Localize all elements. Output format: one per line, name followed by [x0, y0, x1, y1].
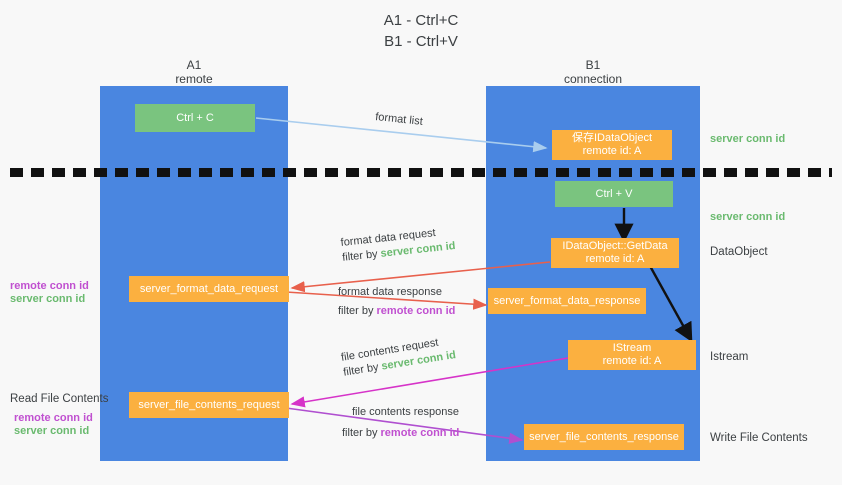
filter-key-remote-conn-id: remote conn id [376, 305, 456, 317]
filter-prefix: filter by [338, 305, 377, 317]
node-save-idataobject[interactable]: 保存IDataObject remote id: A [552, 130, 672, 160]
filter-prefix: filter by [341, 247, 382, 264]
edge-label-format-data-response-filter: filter by remote conn id [338, 304, 455, 319]
node-ctrl-c[interactable]: Ctrl + C [135, 104, 255, 132]
label-server-conn-id-mid: server conn id [710, 211, 786, 223]
node-server-format-data-response[interactable]: server_format_data_response [488, 288, 646, 314]
label-server-conn-id-top: server conn id [710, 133, 786, 145]
node-server-format-data-request[interactable]: server_format_data_request [129, 276, 289, 302]
edge-label-file-contents-response-main: file contents response [352, 406, 460, 418]
node-ctrl-v[interactable]: Ctrl + V [555, 181, 673, 207]
column-header-a1: A1 remote [175, 58, 213, 86]
edge-label-format-data-response: format data response filter by remote co… [338, 285, 455, 319]
label-write-file-contents: Write File Contents [710, 432, 808, 444]
node-server-file-contents-request[interactable]: server_file_contents_request [129, 392, 289, 418]
label-remote-conn-id-mid: remote conn id [10, 280, 89, 292]
phase-divider [10, 168, 832, 177]
edge-label-file-contents-response: file contents response filter by remote … [342, 405, 460, 441]
filter-key-remote-conn-id: remote conn id [380, 427, 460, 439]
filter-prefix: filter by [342, 427, 381, 439]
edge-label-format-list: format list [374, 110, 424, 128]
edge-label-format-data-response-main: format data response [338, 286, 442, 298]
page-title: A1 - Ctrl+C B1 - Ctrl+V [383, 12, 459, 50]
edge-label-file-contents-response-filter: filter by remote conn id [342, 426, 459, 441]
node-istream[interactable]: IStream remote id: A [568, 340, 696, 370]
label-remote-conn-id-bottom: remote conn id [14, 412, 93, 424]
column-header-b1: B1 connection [563, 58, 623, 86]
node-idataobject-getdata[interactable]: IDataObject::GetData remote id: A [551, 238, 679, 268]
label-istream: Istream [710, 351, 749, 363]
label-server-conn-id-left-mid: server conn id [10, 293, 86, 305]
edge-label-format-data-request: format data request filter by server con… [340, 224, 456, 266]
label-read-file-contents: Read File Contents [10, 393, 109, 405]
edge-label-file-contents-request: file contents request filter by server c… [340, 333, 457, 380]
label-server-conn-id-bottom: server conn id [14, 425, 90, 437]
node-server-file-contents-response[interactable]: server_file_contents_response [524, 424, 684, 450]
label-data-object: DataObject [710, 246, 768, 258]
